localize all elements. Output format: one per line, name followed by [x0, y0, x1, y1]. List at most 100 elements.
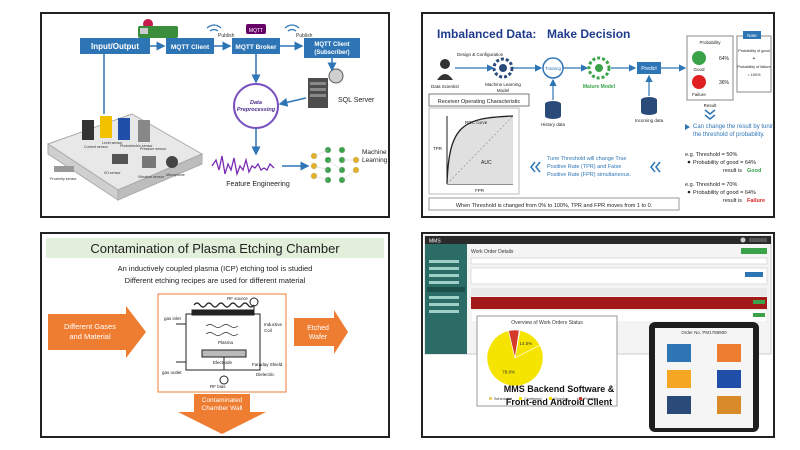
chevron-left-icon [650, 161, 661, 173]
sidebar-item[interactable] [429, 281, 459, 284]
plasma-label: Plasma [218, 340, 234, 345]
eg1-line3: result is [723, 168, 742, 174]
sidebar-item[interactable] [429, 296, 459, 299]
gas-inlet-label: gas inlet [164, 316, 182, 321]
auc-label: AUC [481, 160, 492, 166]
sensor-label: Proximity sensor [50, 177, 77, 181]
svg-text:Model: Model [497, 88, 509, 93]
sidebar-item[interactable] [429, 310, 459, 313]
svg-text:Preprocessing: Preprocessing [237, 107, 276, 113]
tile-camera-icon[interactable] [667, 370, 691, 388]
phone-tiles [667, 344, 741, 414]
eg2-line1: e.g. Threshold = 70% [685, 182, 737, 188]
legend-swatch [549, 397, 552, 400]
page-title: Work Order Details [471, 249, 514, 255]
title-make-decision: Make Decision [547, 27, 630, 41]
rf-source-label: RF source [227, 296, 248, 301]
tile-toolbox-icon[interactable] [667, 344, 691, 362]
fpr-label: FPR [475, 188, 485, 193]
tile-notes-icon[interactable] [717, 396, 741, 414]
input-output-label: Input/Output [91, 42, 139, 51]
mqtt-broker-label: MQTT Broker [235, 44, 277, 51]
failure-pct: 36% [719, 80, 730, 86]
wifi-icon-2 [284, 24, 300, 32]
chevron-down-icon [704, 109, 716, 120]
roc-title-box [428, 93, 530, 107]
mms-software-panel: MMS Work Order Details Overview of Work … [421, 232, 775, 438]
search-button[interactable] [745, 272, 763, 277]
tile-tools-icon[interactable] [717, 370, 741, 388]
tuning-text-1: Can change the result by tuning [693, 124, 773, 130]
caption-line-2: Front-end Android Client [506, 397, 612, 407]
table-row[interactable] [471, 297, 767, 309]
sensor-label: Vibration sensor [138, 175, 165, 179]
tpr-label: TPR [433, 146, 443, 151]
app-topbar [425, 236, 771, 244]
caption-line-1: MMS Backend Software & [504, 384, 615, 394]
gas-outlet-label: gas outlet [162, 370, 182, 375]
sensor-label: Current sensor [84, 145, 109, 149]
pie-data-label: 14.5% [519, 341, 532, 346]
tuning-bullet [685, 124, 690, 130]
good-pct: 64% [719, 56, 730, 62]
filter-bar[interactable] [470, 257, 768, 265]
icp-chamber-schematic [176, 297, 261, 385]
mqtt-client-box [166, 38, 214, 54]
eg2-line2: Probability of good = 64% [693, 190, 756, 196]
pie-data-label: 78.9% [502, 370, 515, 375]
bottom-text: When Threshold is changed from 0% to 100… [456, 203, 653, 209]
mqtt-client-label: MQTT Client [171, 44, 210, 51]
description-line-2: Different etching recipes are used for d… [125, 276, 306, 285]
legend-label: Pending [584, 397, 598, 401]
design-config-label: Design & Configuration [457, 52, 504, 57]
machine-learning-label-2: Learning [362, 157, 388, 164]
add-button[interactable] [741, 248, 767, 254]
plasma-etching-panel: Contamination of Plasma Etching Chamber … [40, 232, 390, 438]
search-form[interactable] [470, 267, 768, 285]
mqtt-subscriber-label-2: (Subscriber) [314, 50, 349, 56]
waveform-icon [211, 155, 275, 177]
svg-text:MQTT: MQTT [249, 28, 263, 34]
row-action-button[interactable] [753, 300, 765, 304]
title-banner [46, 238, 384, 258]
pie-chart: 14.5% 78.9% [486, 329, 544, 387]
machine-learning-label-1: Machine [362, 149, 387, 156]
roc-curve-label: ROC curve [465, 120, 488, 125]
legend-label: Scheduled [494, 397, 512, 401]
incoming-data-label: Incoming data [635, 118, 664, 123]
order-number: Order No. PM1788900 [681, 330, 727, 335]
predict-label: Predict [641, 66, 657, 72]
sidebar-item[interactable] [429, 303, 459, 306]
svg-text:Wafer: Wafer [309, 334, 328, 341]
avatar[interactable] [740, 237, 746, 243]
legend-swatch [579, 397, 582, 400]
feature-engineering-label: Feature Engineering [226, 181, 290, 188]
sensor-label: Photoelectric sensor [120, 144, 153, 148]
tune-text-1: Tune Threshold will change True [547, 156, 627, 162]
panel-title: Contamination of Plasma Etching Chamber [90, 241, 340, 256]
svg-text:Etched: Etched [307, 325, 329, 332]
eg2-result: Failure [747, 198, 765, 204]
eg1-line2: Probability of good = 64% [693, 160, 756, 166]
sidebar-item[interactable] [429, 274, 459, 277]
mqtt-subscriber-label-1: MQTT Client [314, 42, 349, 48]
row-action-button[interactable] [753, 313, 765, 317]
input-output-box [80, 38, 150, 54]
mqtt-broker-box [232, 38, 280, 54]
user-menu[interactable] [749, 238, 767, 242]
sidebar-item[interactable] [429, 267, 459, 270]
sidebar-item[interactable] [429, 260, 459, 263]
tile-document-icon[interactable] [667, 396, 691, 414]
eg1-result: Good [747, 168, 761, 174]
table-header [471, 288, 767, 296]
publish-label-2: Publish [296, 33, 313, 39]
inductive-coil-label-2: Coil [264, 328, 272, 333]
svg-text:Data: Data [250, 100, 262, 106]
chevron-left-icon [530, 161, 541, 173]
sidebar-item-active[interactable] [427, 287, 465, 292]
pie-slice-pending [508, 329, 520, 359]
tile-clipboard-icon[interactable] [717, 344, 741, 362]
rf-bias-label: RF bias [210, 384, 226, 389]
tuning-text-2: the threshold of probability. [693, 132, 765, 138]
probability-label: Probability [699, 40, 721, 45]
